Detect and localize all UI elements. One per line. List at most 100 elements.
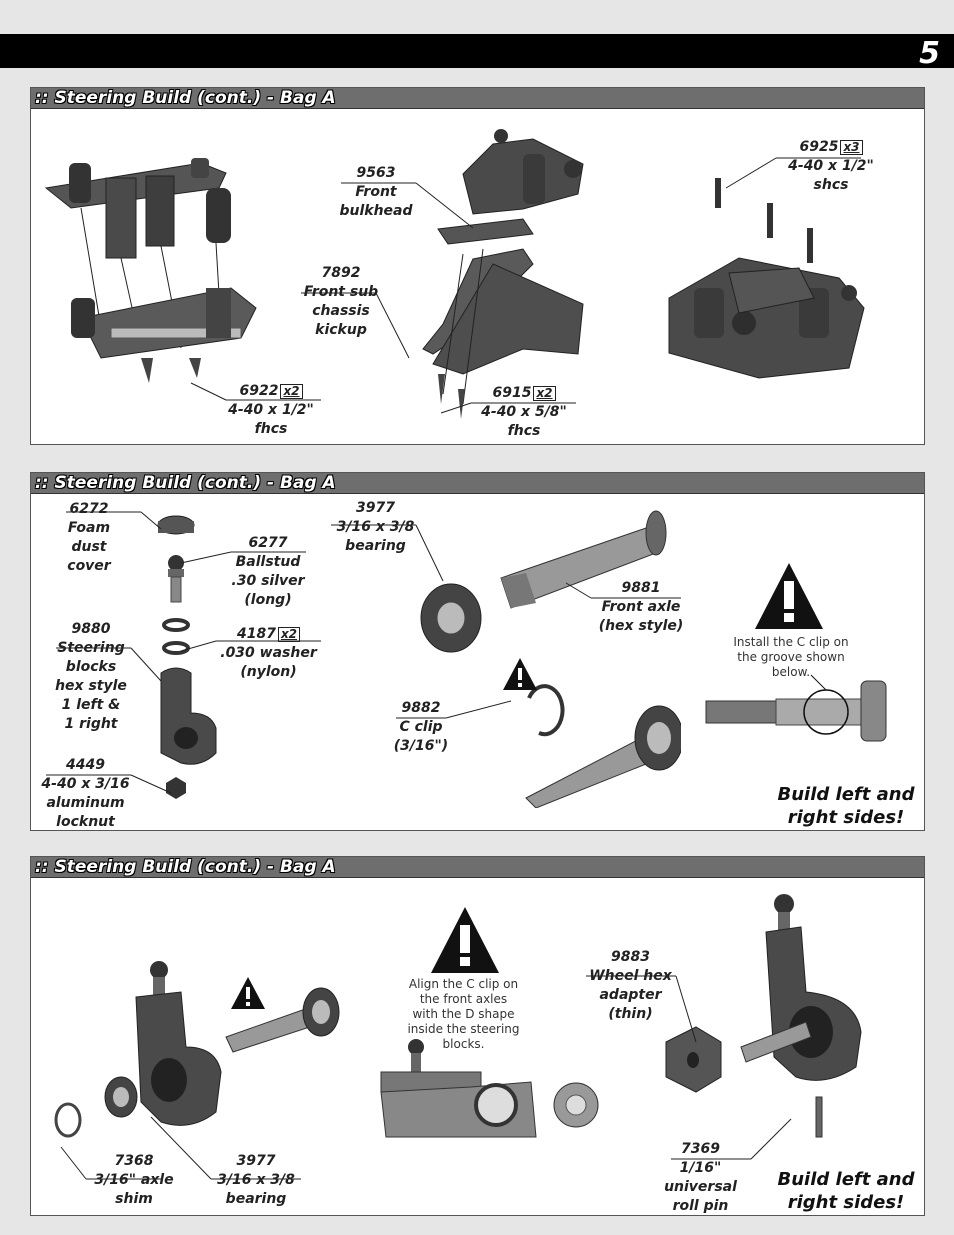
part-label-9883: 9883 Wheel hex adapter (thin): [584, 948, 677, 1024]
build-both-sides-note: Build left and right sides!: [766, 783, 926, 829]
part-desc: Wheel hex: [589, 968, 672, 984]
panel-title: :: Steering Build (cont.) - Bag A: [35, 857, 336, 877]
quantity-badge: x3: [840, 140, 863, 155]
warning-icon: [231, 977, 265, 1009]
part-label-9882: 9882 C clip (3/16"): [381, 699, 461, 756]
note-line: below.: [771, 665, 811, 679]
part-number: 6922: [239, 383, 279, 399]
part-number: 7892: [321, 265, 361, 281]
part-desc: locknut: [56, 814, 115, 830]
part-desc: 4-40 x 1/2": [228, 402, 314, 418]
part-number: 9883: [611, 949, 650, 965]
panel-steering-build-2: :: Steering Build (cont.) - Bag A: [30, 472, 925, 831]
part-label-6277: 6277 Ballstud .30 silver (long): [223, 534, 313, 610]
part-number: 6925: [799, 139, 839, 155]
part-number: 7369: [681, 1141, 720, 1157]
part-desc: 1 left &: [61, 697, 121, 713]
leader-lines: [190, 157, 861, 414]
part-desc: Foam: [67, 520, 111, 536]
quantity-badge: x2: [277, 627, 301, 642]
part-desc: Front: [355, 184, 397, 200]
part-desc: 4-40 x 5/8": [481, 404, 567, 420]
quantity-badge: x2: [533, 386, 556, 401]
part-desc: 3/16" axle: [94, 1172, 174, 1188]
panel-steering-build-1: :: Steering Build (cont.) - Bag A: [30, 87, 925, 445]
part-desc: (3/16"): [393, 738, 449, 754]
part-desc: shcs: [813, 177, 849, 193]
part-desc: fhcs: [254, 421, 288, 437]
part-desc: 4-40 x 1/2": [788, 158, 874, 174]
part-desc: 1/16": [679, 1160, 722, 1176]
part-label-7368: 7368 3/16" axle shim: [84, 1152, 184, 1209]
part-desc: 4-40 x 3/16: [41, 776, 130, 792]
note-line: with the D shape: [412, 1007, 515, 1021]
part-desc: hex style: [55, 678, 127, 694]
part-desc: Front axle: [601, 599, 681, 615]
footer-line: right sides!: [787, 1192, 905, 1213]
note-line: the groove shown: [737, 650, 845, 664]
part-desc: adapter: [599, 987, 662, 1003]
footer-line: Build left and: [777, 784, 915, 805]
part-desc: shim: [115, 1191, 153, 1207]
part-label-9880: 9880 Steering blocks hex style 1 left & …: [46, 620, 136, 734]
part-desc: (long): [244, 592, 292, 608]
part-number: 9880: [71, 621, 111, 637]
part-number: 9563: [356, 165, 396, 181]
part-desc: Steering: [57, 640, 125, 656]
part-number: 3977: [236, 1153, 276, 1169]
note-line: Install the C clip on: [733, 635, 849, 649]
part-label-4449: 4449 4-40 x 3/16 aluminum locknut: [33, 756, 138, 832]
part-desc: bearing: [225, 1191, 287, 1207]
part-desc: dust: [71, 539, 107, 555]
note-line: Align the C clip on: [408, 977, 519, 991]
part-number: 6272: [69, 501, 109, 517]
part-desc: .30 silver: [231, 573, 305, 589]
panel-steering-build-3: :: Steering Build (cont.) - Bag A Align …: [30, 856, 925, 1216]
part-label-9563: 9563 Front bulkhead: [331, 164, 421, 221]
front-bulkhead-kickup-illustration: [422, 129, 584, 419]
part-number: 9881: [621, 580, 661, 596]
part-desc: bulkhead: [339, 203, 413, 219]
axle-groove-illustration: [705, 674, 887, 742]
part-desc: universal: [664, 1179, 737, 1195]
page-number: 5: [919, 36, 940, 71]
bearing-axle-illustration: [420, 510, 667, 653]
c-clip-align-note: Align the C clip on the front axles with…: [386, 977, 541, 1052]
wheel-hex-roll-pin-illustration: [665, 894, 862, 1138]
panel-title-bar: :: Steering Build (cont.) - Bag A: [31, 88, 924, 109]
warning-icon: [431, 907, 499, 973]
c-clip-axle-illustration: [525, 684, 681, 808]
panel-title-bar: :: Steering Build (cont.) - Bag A: [31, 857, 924, 878]
page-header-bar: 5: [0, 34, 954, 71]
panel-title: :: Steering Build (cont.) - Bag A: [35, 473, 336, 493]
part-number: 6915: [492, 385, 532, 401]
part-number: 9882: [401, 700, 441, 716]
bulkhead-assembled-illustration: [668, 178, 865, 379]
footer-line: right sides!: [787, 807, 905, 828]
part-desc: cover: [67, 558, 111, 574]
part-desc: roll pin: [672, 1198, 729, 1214]
c-clip-install-note: Install the C clip on the groove shown b…: [716, 635, 866, 680]
part-number: 3977: [356, 500, 395, 516]
panel-title: :: Steering Build (cont.) - Bag A: [35, 88, 336, 108]
note-line: inside the steering: [407, 1022, 520, 1036]
part-number: 4187: [236, 626, 276, 642]
part-desc: (hex style): [598, 618, 684, 634]
part-label-3977: 3977 3/16 x 3/8 bearing: [328, 499, 423, 556]
part-desc: aluminum: [46, 795, 125, 811]
part-number: 6277: [248, 535, 288, 551]
part-label-7892: 7892 Front sub chassis kickup: [296, 264, 386, 340]
warning-icon: [503, 658, 537, 690]
panel-title-bar: :: Steering Build (cont.) - Bag A: [31, 473, 924, 494]
quantity-badge: x2: [280, 384, 303, 399]
part-label-9881: 9881 Front axle (hex style): [591, 579, 691, 636]
part-label-3977b: 3977 3/16 x 3/8 bearing: [206, 1152, 306, 1209]
steering-block-bearing-shim-illustration: [54, 961, 340, 1138]
part-desc: bearing: [345, 538, 406, 554]
part-desc: Front sub: [303, 284, 379, 300]
part-desc: (thin): [608, 1006, 653, 1022]
